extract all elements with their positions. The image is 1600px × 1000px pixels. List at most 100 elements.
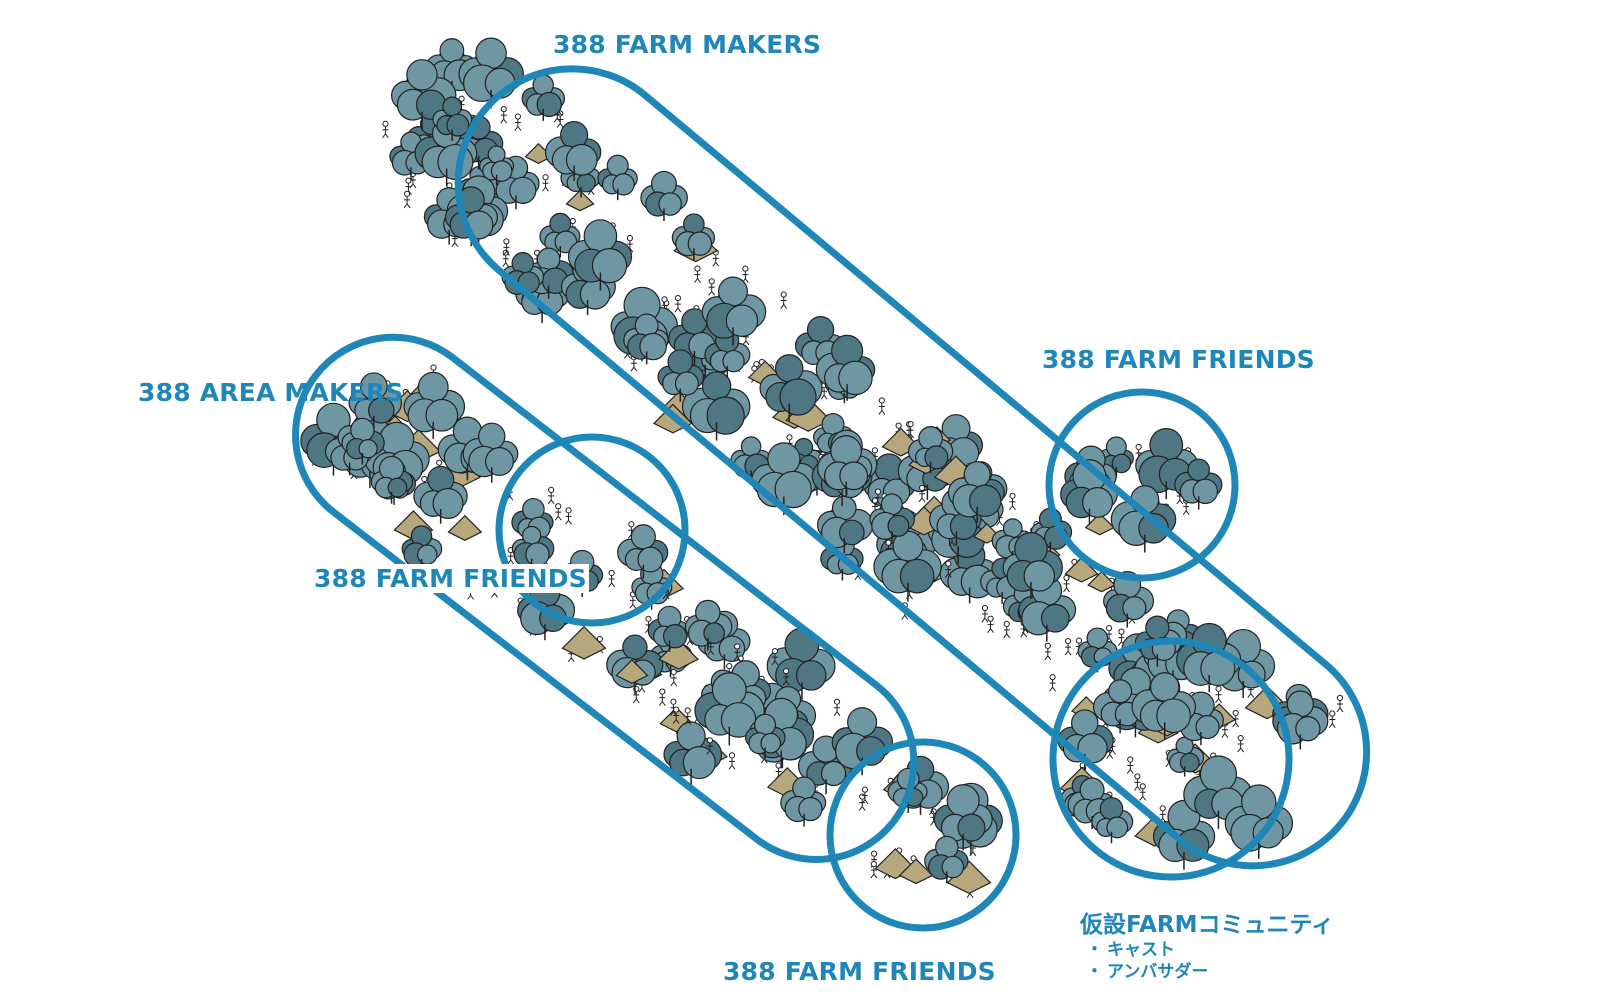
person-icon bbox=[542, 174, 549, 192]
tree-icon bbox=[567, 219, 633, 291]
tree-icon bbox=[458, 37, 524, 109]
tree-icon bbox=[869, 493, 915, 544]
person-icon bbox=[694, 265, 701, 283]
tree-icon bbox=[539, 212, 581, 258]
tree-icon bbox=[704, 328, 751, 379]
tent-icon bbox=[1064, 556, 1099, 583]
zone-friends-bottom-outline[interactable] bbox=[826, 738, 1020, 932]
person-icon bbox=[1105, 625, 1113, 643]
person-icon bbox=[514, 113, 522, 131]
person-icon bbox=[861, 786, 869, 804]
tent-icon bbox=[561, 625, 607, 660]
tree-icon bbox=[924, 835, 969, 884]
tree-icon bbox=[1166, 736, 1205, 777]
tent-icon bbox=[615, 659, 649, 684]
tree-icon bbox=[1057, 709, 1114, 770]
person-icon bbox=[870, 850, 878, 868]
person-icon bbox=[547, 486, 555, 505]
person-icon bbox=[733, 643, 741, 661]
tent-icon bbox=[565, 189, 595, 212]
person-icon bbox=[554, 503, 562, 521]
farm-friends-bottom-label: 388 FARM FRIENDS bbox=[723, 957, 996, 986]
tree-icon bbox=[479, 145, 515, 186]
person-icon bbox=[1336, 694, 1344, 713]
person-icon bbox=[858, 793, 866, 811]
zone-friends-right-outline[interactable] bbox=[1045, 388, 1239, 582]
zone-farm-makers-outline[interactable] bbox=[412, 22, 1414, 912]
tree-icon bbox=[817, 435, 873, 497]
person-icon bbox=[728, 752, 736, 770]
tree-icon bbox=[1152, 799, 1216, 870]
person-icon bbox=[1063, 574, 1070, 593]
farm-friends-left-label: 388 FARM FRIENDS bbox=[312, 564, 589, 593]
person-icon bbox=[674, 294, 682, 313]
person-icon bbox=[1237, 734, 1245, 753]
zone-area-makers-outline[interactable] bbox=[256, 298, 953, 899]
temp-community-item-label: アンバサダー bbox=[1107, 962, 1209, 982]
tree-icon bbox=[684, 599, 733, 651]
person-icon bbox=[1328, 710, 1336, 728]
person-icon bbox=[632, 685, 640, 704]
tree-icon bbox=[1091, 796, 1134, 844]
tree-icon bbox=[1060, 459, 1118, 525]
person-icon bbox=[1159, 805, 1167, 823]
person-icon bbox=[672, 706, 680, 724]
area-makers-label: 388 AREA MAKERS bbox=[138, 378, 404, 407]
tree-icon bbox=[780, 776, 827, 827]
tree-icon bbox=[663, 721, 723, 786]
tree-icon bbox=[759, 354, 823, 422]
temp-community-item-label: キャスト bbox=[1107, 940, 1175, 960]
tree-icon bbox=[370, 455, 414, 504]
person-icon bbox=[403, 190, 411, 209]
person-icon bbox=[771, 647, 779, 666]
zone-temp-community-outline[interactable] bbox=[1049, 637, 1293, 881]
farm-makers-label: 388 FARM MAKERS bbox=[553, 30, 822, 59]
bullet: ・ bbox=[1086, 962, 1103, 982]
person-icon bbox=[944, 560, 952, 578]
tree-icon bbox=[521, 74, 566, 121]
person-icon bbox=[658, 688, 666, 706]
temp-community-item-cast: ・キャスト bbox=[1086, 939, 1334, 961]
tree-icon bbox=[617, 524, 669, 579]
person-icon bbox=[878, 397, 886, 415]
tree-icon bbox=[544, 120, 602, 181]
tree-icon bbox=[671, 213, 716, 261]
tree-icon bbox=[947, 461, 1005, 523]
tree-icon bbox=[511, 525, 555, 571]
temp-community-title: 仮設FARMコミュニティ bbox=[1080, 912, 1335, 938]
tree-icon bbox=[1174, 458, 1223, 510]
tree-icon bbox=[341, 417, 385, 465]
person-icon bbox=[626, 235, 634, 253]
tree-icon bbox=[873, 530, 942, 602]
person-icon bbox=[684, 707, 692, 725]
person-icon bbox=[1126, 756, 1134, 774]
tent-icon bbox=[447, 514, 483, 541]
tree-icon bbox=[1077, 627, 1118, 673]
tree-icon bbox=[401, 525, 443, 571]
person-icon bbox=[782, 667, 790, 686]
person-icon bbox=[500, 106, 508, 124]
bullet: ・ bbox=[1086, 940, 1103, 960]
temp-community-item-ambassador: ・アンバサダー bbox=[1086, 961, 1334, 983]
tree-icon bbox=[933, 784, 993, 851]
person-icon bbox=[708, 278, 716, 296]
tree-icon bbox=[744, 713, 786, 759]
person-icon bbox=[981, 604, 989, 623]
person-icon bbox=[503, 238, 510, 256]
map-illustration bbox=[300, 37, 1344, 898]
tree-icon bbox=[413, 465, 468, 524]
zone-friends-left-outline[interactable] bbox=[495, 433, 689, 627]
person-icon bbox=[1064, 637, 1072, 656]
tree-icon bbox=[815, 334, 876, 401]
person-icon bbox=[918, 484, 926, 503]
person-icon bbox=[874, 488, 882, 506]
tree-icon bbox=[701, 276, 767, 346]
person-icon bbox=[1044, 642, 1052, 661]
person-icon bbox=[1009, 492, 1016, 511]
tree-icon bbox=[1131, 672, 1196, 741]
person-icon bbox=[833, 698, 841, 717]
zone-outlines bbox=[256, 22, 1414, 932]
person-icon bbox=[608, 569, 616, 588]
person-icon bbox=[907, 420, 915, 439]
